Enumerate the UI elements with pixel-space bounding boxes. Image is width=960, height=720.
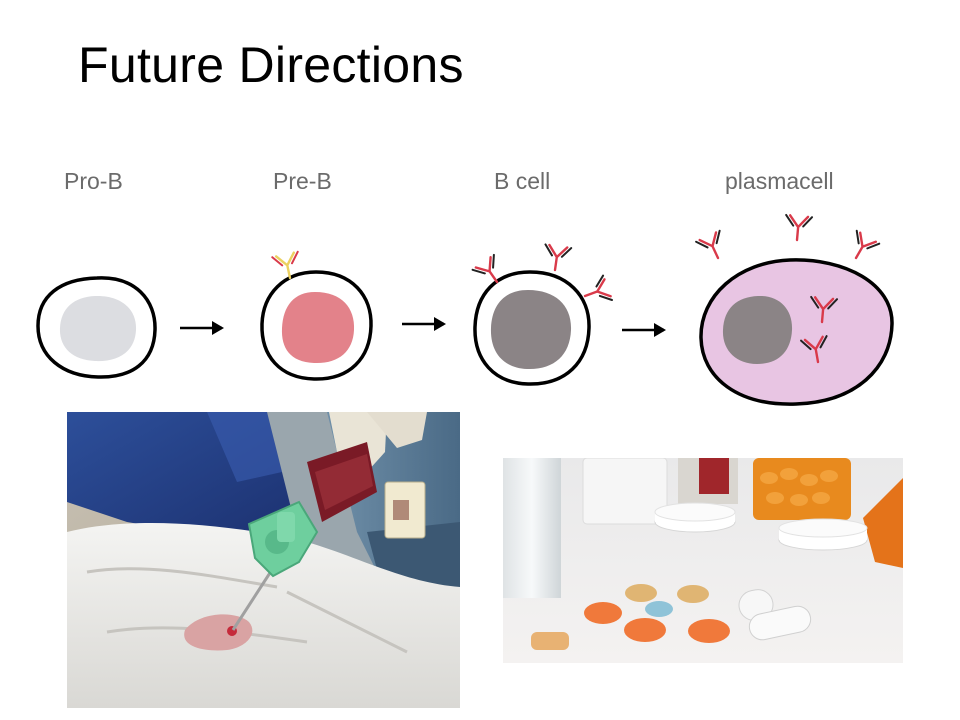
stage-label-pre-b: Pre-B: [273, 168, 332, 194]
pro-b-cell: [36, 276, 157, 379]
b-cell-development-diagram: [36, 213, 894, 406]
pre-b-cell: [260, 250, 373, 381]
arrow-right-icon: [180, 321, 224, 335]
plasma-cell: [694, 213, 894, 406]
stage-label-b-cell: B cell: [494, 168, 551, 194]
b-cell: [471, 243, 614, 386]
arrow-right-icon: [402, 317, 446, 331]
pills-photo: [503, 458, 903, 663]
slide-title: Future Directions: [78, 37, 464, 93]
arrow-right-icon: [622, 323, 666, 337]
stage-label-plasmacell: plasmacell: [725, 168, 834, 194]
stage-label-pro-b: Pro-B: [64, 168, 123, 194]
bone-marrow-biopsy-photo: [67, 412, 460, 708]
